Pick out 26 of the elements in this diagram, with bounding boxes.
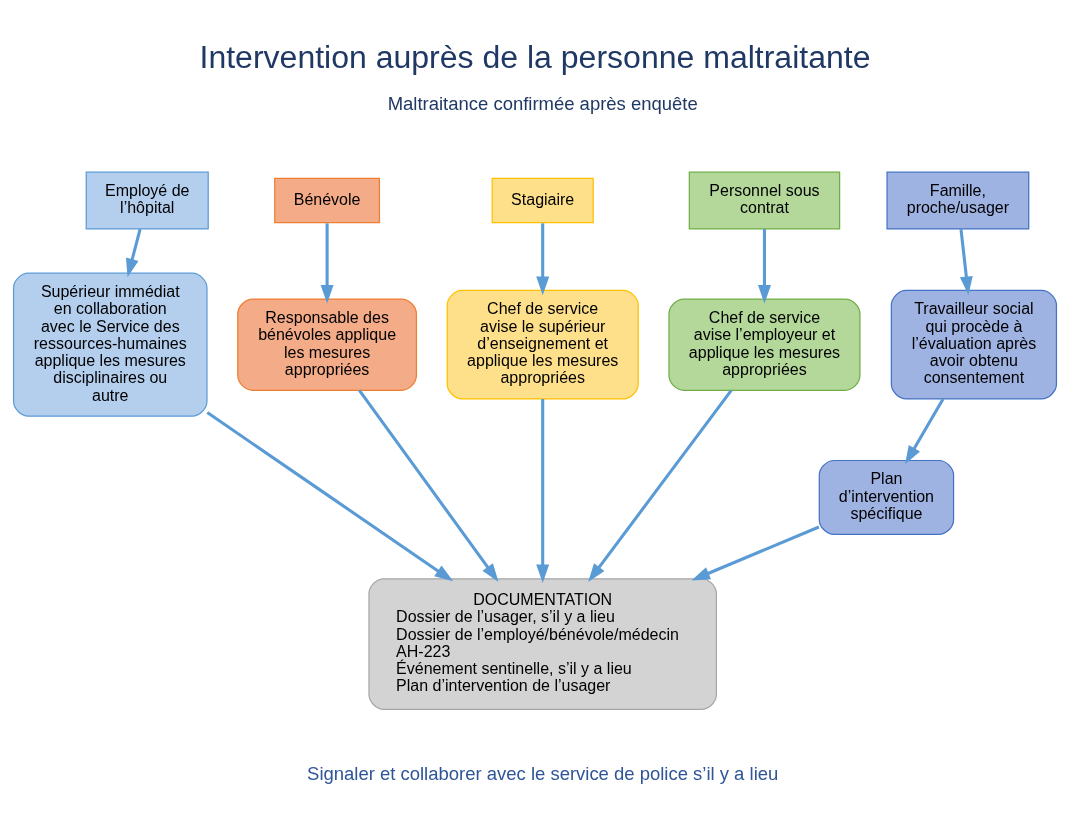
- node-box: Stagiaire: [491, 177, 594, 223]
- node-box: Employé de l’hôpital: [85, 171, 209, 229]
- arrow: [125, 228, 142, 277]
- node-box: Famille, proche/usager: [886, 171, 1030, 229]
- node-box: Chef de service avise l’employeur et applique les mesures appropriées: [668, 298, 861, 391]
- arrow: [536, 222, 550, 295]
- label: Signaler et collaborer avec le service de police s’il y a lieu: [307, 762, 779, 784]
- node-box: Plan d’intervention spécifique: [818, 459, 955, 535]
- arrow: [358, 388, 499, 582]
- arrow: [691, 525, 820, 580]
- diagram-title: Intervention auprès de la personne maltraitante: [199, 38, 871, 75]
- node-box: Chef de service avise le supérieur d’enseignement et applique les mesures appropriées: [446, 289, 639, 399]
- label: Maltraitance confirmée après enquête: [387, 92, 698, 114]
- arrow: [757, 228, 771, 304]
- node-box: Supérieur immédiat en collaboration avec le Service des ressources-humaines applique les mesures disciplinaires ou autre: [12, 272, 208, 417]
- arrow: [959, 228, 973, 295]
- arrow: [588, 388, 733, 582]
- arrow: [905, 397, 945, 464]
- arrow: [206, 410, 454, 581]
- arrow: [536, 398, 550, 583]
- node-box: DOCUMENTATION Dossier de l’usager, s’il y a lieu Dossier de l’employé/bénévole/médecin AH-223 Événement sentinelle, s’il y a lieu Plan d’intervention de l’usager: [368, 577, 718, 710]
- node-box: Bénévole: [274, 177, 381, 223]
- node-box: Personnel sous contrat: [688, 171, 841, 229]
- arrow: [320, 222, 334, 303]
- node-box: Travailleur social qui procède à l’évaluation après avoir obtenu consentement: [890, 289, 1058, 399]
- node-box: Responsable des bénévoles applique les mesures appropriées: [237, 298, 418, 391]
